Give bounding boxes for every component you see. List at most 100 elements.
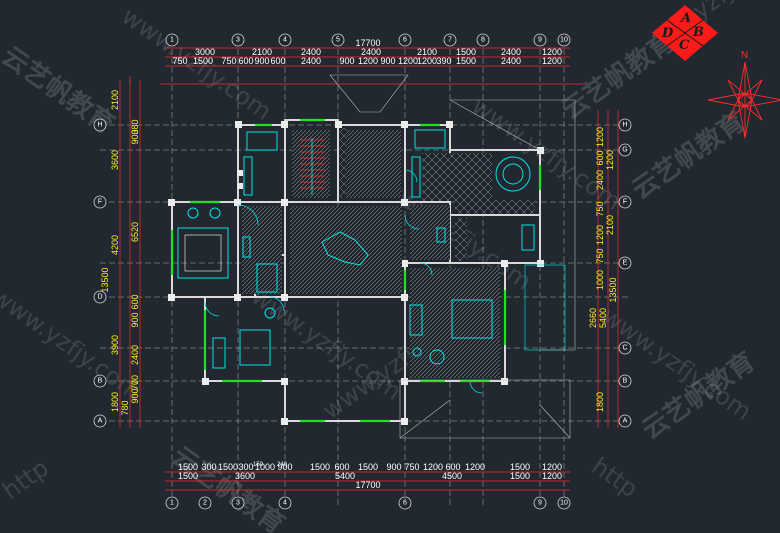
roof-outline — [329, 74, 576, 439]
dim-text: 780 — [120, 400, 130, 415]
dim-text: 1000 — [255, 462, 275, 472]
dim-text: 900 — [254, 56, 269, 66]
dim-text: 900 — [386, 462, 401, 472]
windows — [170, 118, 542, 423]
dim-text: 600 — [334, 462, 349, 472]
compass-rose-icon: N — [707, 50, 780, 139]
dim-text: 1800 — [110, 392, 120, 412]
dim-text: 380 — [130, 119, 140, 134]
dim-text: 1200 — [542, 471, 562, 481]
axis-label-right: E — [623, 260, 628, 267]
axis-bubbles — [93, 33, 632, 510]
dim-small: 150 — [253, 462, 264, 468]
dim-total-left: 13500 — [100, 267, 110, 292]
axis-label-right: F — [623, 199, 627, 206]
dim-text: 300 — [238, 462, 253, 472]
dim-text: 2400 — [301, 47, 321, 57]
axis-label-bottom: 9 — [538, 500, 542, 507]
axis-label-bottom: 4 — [283, 500, 287, 507]
logo-diamond: A B C D — [652, 5, 718, 61]
axis-label-left: A — [98, 418, 103, 425]
axis-label-right: H — [622, 122, 627, 129]
watermark-cn: 云艺帆教育 — [166, 440, 290, 533]
dim-text: 750 — [595, 201, 605, 216]
dim-text: 750 — [404, 462, 419, 472]
dim-text: 750 — [221, 56, 236, 66]
axis-label-bottom: 1 — [170, 500, 174, 507]
axis-label-bottom: 3 — [236, 500, 240, 507]
dim-text: 750 — [595, 248, 605, 263]
watermark-url: www.yzfjy.com — [0, 282, 147, 406]
axis-label-right: B — [623, 378, 628, 385]
axis-label-top: 5 — [336, 37, 340, 44]
dim-text: 1500 — [178, 471, 198, 481]
logo-letter-c: C — [679, 38, 690, 53]
dim-text: 1200 — [398, 56, 418, 66]
dim-text: 2100 — [605, 215, 615, 235]
dim-text: 900 — [277, 462, 292, 472]
watermark-cn: 云艺帆教育 — [626, 106, 750, 206]
axis-label-bottom: 6 — [403, 500, 407, 507]
bottom-dimensions: 150 240 1500 300 1500 300 1000 900 1500 … — [178, 462, 562, 490]
stair — [300, 138, 325, 195]
axis-label-left: D — [97, 294, 102, 301]
dim-text: 900 — [130, 129, 140, 144]
dim-text: 3600 — [235, 471, 255, 481]
axis-label-top: 1 — [170, 37, 174, 44]
dim-text: 4200 — [110, 235, 120, 255]
axis-label-top: 6 — [403, 37, 407, 44]
dim-text: 1800 — [595, 392, 605, 412]
dim-text: 5400 — [335, 471, 355, 481]
dim-text: 2400 — [501, 56, 521, 66]
dim-text: 390 — [436, 56, 451, 66]
dim-text: 1500 — [456, 47, 476, 57]
dim-text: 70 — [130, 375, 140, 385]
dim-text: 3600 — [110, 150, 120, 170]
dim-text: 4500 — [442, 471, 462, 481]
dim-text: 6520 — [130, 222, 140, 242]
dim-text: 600 — [238, 56, 253, 66]
dim-text: 1500 — [510, 471, 530, 481]
dim-text: 3000 — [195, 47, 215, 57]
dim-total-bottom: 17700 — [355, 480, 380, 490]
furniture — [177, 129, 566, 369]
dim-text: 1200 — [595, 127, 605, 147]
dim-text: 1500 — [358, 462, 378, 472]
dim-text: 2100 — [252, 47, 272, 57]
logo-letter-a: A — [679, 11, 691, 26]
dim-text: 900 — [130, 388, 140, 403]
dim-text: 900 — [380, 56, 395, 66]
axis-label-top: 4 — [283, 37, 287, 44]
dim-text: 1500 — [456, 56, 476, 66]
dim-text: 1200 — [417, 56, 437, 66]
dim-text: 5400 — [598, 308, 608, 328]
axis-label-bottom: 2 — [203, 500, 207, 507]
dim-text: 600 — [130, 294, 140, 309]
dim-text: 2660 — [588, 308, 598, 328]
dim-text: 2100 — [417, 47, 437, 57]
watermark-http: http — [587, 452, 643, 503]
dim-text: 900 — [339, 56, 354, 66]
dim-small: 240 — [277, 462, 288, 468]
dim-text: 1200 — [542, 47, 562, 57]
dim-text: 900 — [130, 312, 140, 327]
compass-label: N — [741, 50, 748, 61]
axis-label-right: C — [622, 345, 627, 352]
columns — [168, 121, 544, 425]
axis-label-top: 3 — [236, 37, 240, 44]
dim-text: 600 — [595, 150, 605, 165]
dim-total-right: 13500 — [608, 277, 618, 302]
doors — [204, 169, 483, 394]
axis-label-left: B — [98, 378, 103, 385]
dim-text: 1200 — [465, 462, 485, 472]
dim-text: 1200 — [358, 56, 378, 66]
axis-label-left: H — [97, 122, 102, 129]
dim-text: 2400 — [301, 56, 321, 66]
axis-labels: 1 3 4 5 6 7 8 9 10 1 2 3 4 6 9 10 H F D … — [97, 37, 627, 507]
dim-text: 1200 — [542, 56, 562, 66]
dim-text: 1200 — [542, 462, 562, 472]
dim-text: 2400 — [595, 170, 605, 190]
dim-text: 1500 — [178, 462, 198, 472]
dim-text: 2100 — [110, 90, 120, 110]
